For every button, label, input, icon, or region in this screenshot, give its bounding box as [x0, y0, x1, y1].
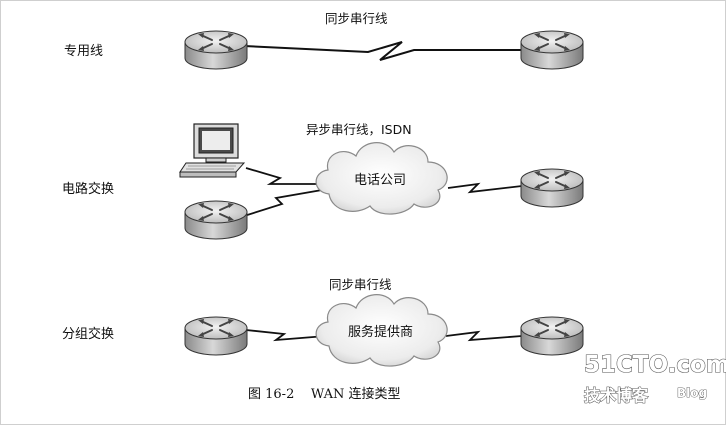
router-icon [520, 30, 584, 70]
router-icon [184, 316, 248, 356]
link-label-sync-serial-2: 同步串行线 [329, 277, 392, 292]
serial-link-icon [243, 189, 323, 217]
row-label-leased-line: 专用线 [64, 44, 103, 59]
serial-link-icon [243, 41, 522, 61]
computer-icon [179, 123, 246, 178]
row-label-circuit-switching: 电路交换 [62, 181, 114, 197]
cloud-label-service-provider: 服务提供商 [348, 324, 413, 340]
router-icon [184, 200, 248, 240]
serial-link-icon [245, 167, 318, 185]
serial-link-icon [445, 330, 523, 342]
watermark-site: 51CTO.com [584, 352, 726, 378]
row-label-packet-switching: 分组交换 [62, 326, 114, 342]
link-label-sync-serial-1: 同步串行线 [325, 11, 388, 26]
cloud-label-phone-company: 电话公司 [354, 173, 406, 188]
watermark-blog: Blog [677, 386, 707, 400]
figure-caption: 图 16-2 WAN 连接类型 [248, 386, 400, 402]
serial-link-icon [245, 329, 327, 342]
serial-link-icon [447, 182, 523, 194]
site-watermark: 51CTO.com 技术博客 Blog [583, 351, 726, 405]
router-icon [520, 316, 584, 356]
watermark-tagline: 技术博客 [584, 386, 649, 405]
router-icon [520, 168, 584, 208]
router-icon [184, 30, 248, 70]
link-label-async-isdn: 异步串行线，ISDN [306, 122, 412, 137]
